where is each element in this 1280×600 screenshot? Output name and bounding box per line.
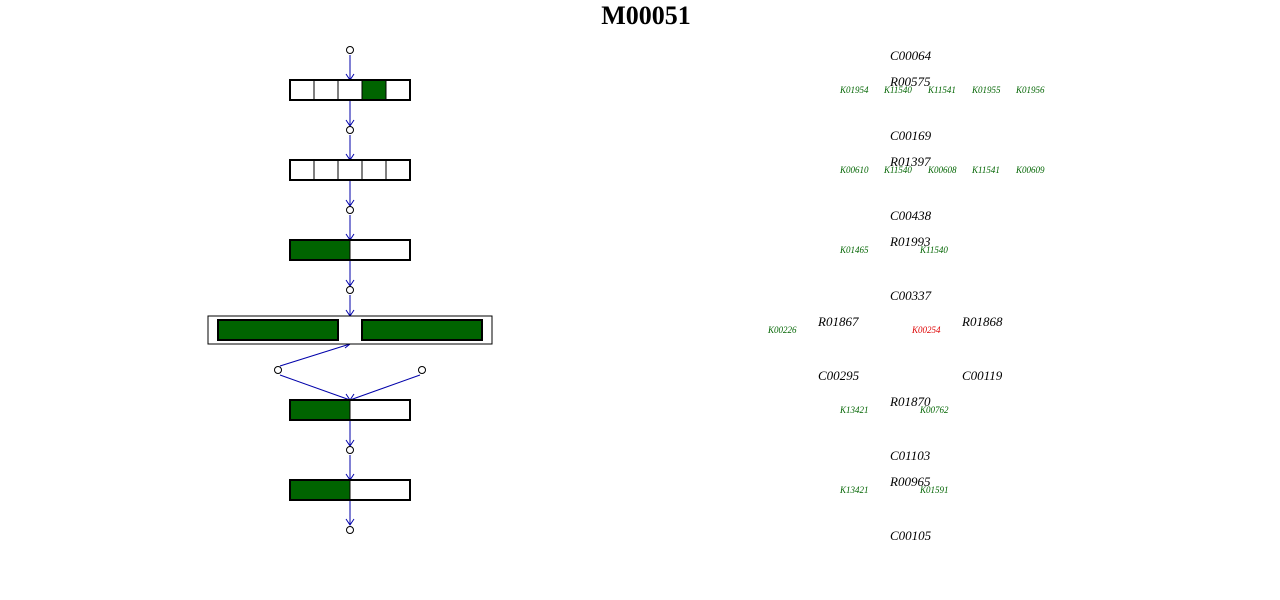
block-cell xyxy=(217,319,339,341)
compound-label: C00169 xyxy=(890,128,932,143)
block-diagram xyxy=(207,46,493,534)
compound-node xyxy=(418,366,426,374)
compound-label: C01103 xyxy=(890,448,931,463)
ko-label: K00762 xyxy=(919,405,949,415)
block-cell xyxy=(337,79,363,101)
block-cell xyxy=(289,239,351,261)
ko-label: K01465 xyxy=(839,245,869,255)
block-outline xyxy=(289,479,411,501)
compound-label: C00064 xyxy=(890,48,932,63)
ko-label: K00254 xyxy=(911,325,941,335)
connector-line xyxy=(279,374,351,401)
block-outline xyxy=(289,399,411,421)
block-cell xyxy=(385,79,411,101)
arrowhead xyxy=(345,518,355,526)
ko-label: K00226 xyxy=(767,325,797,335)
reaction-label: R01870 xyxy=(889,394,931,409)
compound-node xyxy=(346,126,354,134)
block-cell xyxy=(313,79,339,101)
module-title: M00051 xyxy=(601,1,691,30)
block-cell xyxy=(289,399,351,421)
block-outline xyxy=(289,79,411,101)
block-cell xyxy=(313,159,339,181)
ko-label: K13421 xyxy=(839,485,869,495)
compound-label: C00105 xyxy=(890,528,932,543)
compound-node xyxy=(346,286,354,294)
block-outline xyxy=(289,159,411,181)
block-cell xyxy=(289,79,315,101)
compound-label: C00295 xyxy=(818,368,860,383)
ko-label: K01955 xyxy=(971,85,1001,95)
ko-label: K11540 xyxy=(919,245,948,255)
compound-label: C00337 xyxy=(890,288,932,303)
block-cell xyxy=(337,159,363,181)
reaction-label: R00575 xyxy=(889,74,931,89)
block-cell xyxy=(361,159,387,181)
ko-label: K01956 xyxy=(1015,85,1045,95)
ko-label: K11540 xyxy=(883,85,912,95)
block-cell xyxy=(349,239,411,261)
ko-label: K11541 xyxy=(971,165,1000,175)
compound-node xyxy=(346,206,354,214)
block-cell xyxy=(289,159,315,181)
reaction-label: R00965 xyxy=(889,474,931,489)
reaction-label: R01993 xyxy=(889,234,931,249)
ko-label: K11540 xyxy=(883,165,912,175)
connector-line xyxy=(349,374,421,401)
block-cell xyxy=(361,319,483,341)
compound-node xyxy=(346,46,354,54)
ko-label: K13421 xyxy=(839,405,869,415)
compound-label: C00438 xyxy=(890,208,932,223)
ko-label: K11541 xyxy=(927,85,956,95)
reaction-label: R01868 xyxy=(961,314,1003,329)
compound-node xyxy=(346,446,354,454)
block-cell xyxy=(349,479,411,501)
ko-label: K00609 xyxy=(1015,165,1045,175)
reaction-label: R01397 xyxy=(889,154,931,169)
block-cell xyxy=(361,79,387,101)
compound-node xyxy=(274,366,282,374)
block-outline xyxy=(361,319,483,341)
ko-label: K00608 xyxy=(927,165,957,175)
block-outline xyxy=(289,239,411,261)
compound-label: C00119 xyxy=(962,368,1003,383)
block-outline xyxy=(217,319,339,341)
block-cell xyxy=(289,479,351,501)
ko-label: K00610 xyxy=(839,165,869,175)
ko-label: K01954 xyxy=(839,85,869,95)
block-cell xyxy=(349,399,411,421)
compound-node xyxy=(346,526,354,534)
connector-line xyxy=(279,343,351,367)
block-cell xyxy=(385,159,411,181)
ko-label: K01591 xyxy=(919,485,949,495)
reaction-label: R01867 xyxy=(817,314,859,329)
